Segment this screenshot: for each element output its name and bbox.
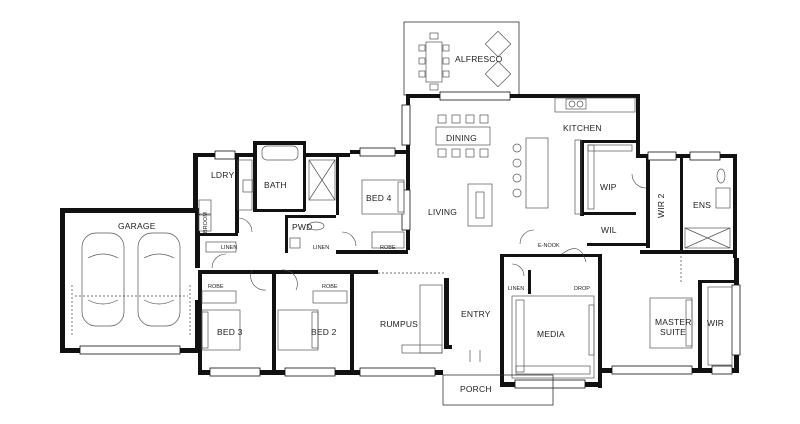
label-broom: BROOM (203, 212, 209, 233)
label-bed2: BED 2 (311, 327, 337, 337)
label-dining: DINING (446, 133, 477, 143)
label-linen-pwd: LINEN (313, 245, 329, 251)
label-wip: WIP (600, 182, 617, 192)
room-labels: ALFRESCO DINING KITCHEN LDRY BATH BED 4 … (118, 54, 724, 394)
label-porch: PORCH (460, 384, 492, 394)
label-pwd: PWD (292, 222, 312, 232)
label-bed4: BED 4 (366, 193, 392, 203)
car-1 (81, 232, 125, 327)
label-garage: GARAGE (118, 221, 156, 231)
label-master-line1: MASTER (655, 317, 692, 327)
label-rumpus: RUMPUS (380, 319, 418, 329)
label-ldry: LDRY (211, 170, 234, 180)
label-linen-entry: LINEN (508, 286, 524, 292)
car-2 (137, 232, 181, 327)
label-e-nook: E-NOOK (538, 243, 560, 249)
label-entry: ENTRY (461, 309, 491, 319)
label-bed3: BED 3 (217, 327, 243, 337)
label-drop: DROP (574, 286, 590, 292)
alfresco-area (403, 21, 520, 96)
label-master-line2: SUITE (660, 327, 686, 337)
small-labels: LINEN LINEN ROBE E-NOOK ROBE ROBE LINEN … (203, 212, 590, 292)
label-robe-bed2: ROBE (322, 284, 338, 290)
label-robe-bed3: ROBE (208, 284, 224, 290)
label-media: MEDIA (537, 329, 565, 339)
label-alfresco: ALFRESCO (455, 54, 503, 64)
label-wir: WIR (707, 318, 724, 328)
label-kitchen: KITCHEN (563, 123, 602, 133)
label-ens: ENS (693, 200, 711, 210)
label-bath: BATH (264, 180, 287, 190)
label-linen-ldry: LINEN (221, 245, 237, 251)
walls (60, 94, 739, 388)
label-living: LIVING (428, 207, 457, 217)
label-wir2: WIR 2 (656, 193, 666, 218)
label-wil: WIL (601, 225, 617, 235)
fixtures (71, 97, 733, 406)
label-robe-bed4: ROBE (380, 245, 396, 251)
